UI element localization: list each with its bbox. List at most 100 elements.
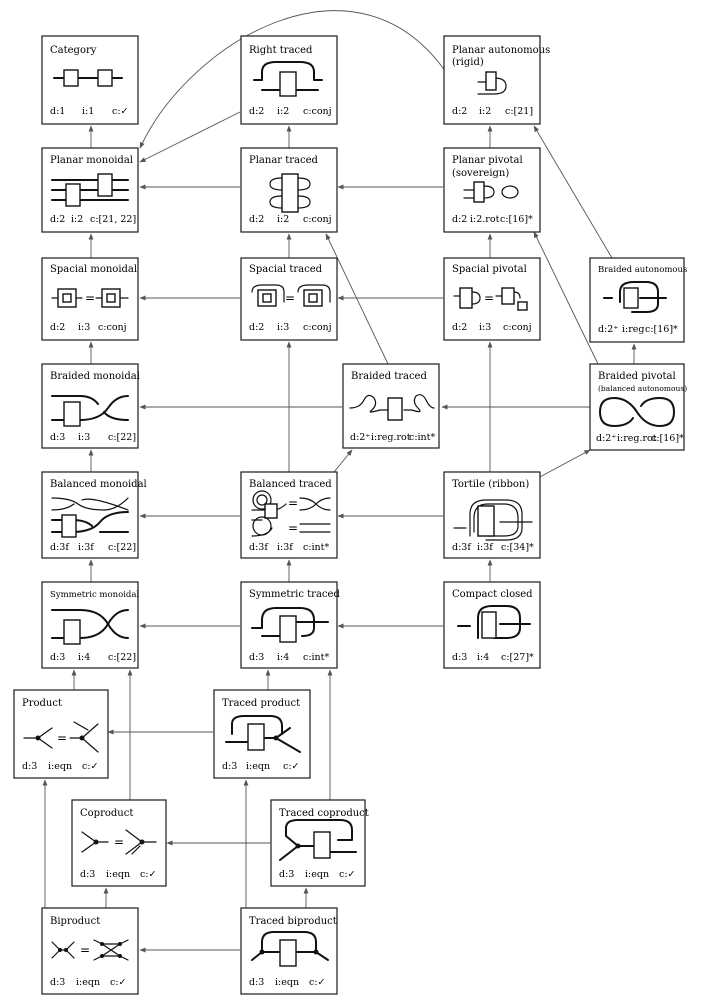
node-d: d:2 (50, 322, 65, 333)
biproduct-picture: = (51, 939, 129, 961)
node-i: i:3f (277, 542, 294, 553)
traced-biproduct-picture (251, 931, 329, 967)
node-title: Planar autonomous (452, 45, 550, 56)
node-traced-biproduct: Traced biproduct d:3 i:eqn c:✓ (240, 907, 338, 995)
node-title: Right traced (249, 45, 313, 56)
node-symmetric-monoidal: Symmetric monoidal d:3 i:4 c:[22] (41, 581, 139, 669)
planar-traced-picture (269, 173, 311, 213)
node-planar-pivotal: Planar pivotal (sovereign) d:2 i:2.rot c… (443, 147, 541, 233)
node-d: d:3 (50, 652, 65, 663)
node-c: c:✓ (112, 106, 128, 117)
node-i: i:2.rot (470, 214, 500, 225)
node-d: d:3 (50, 977, 65, 988)
equals-glyph: = (484, 291, 494, 305)
category-picture (53, 69, 123, 87)
equals-glyph: = (288, 496, 298, 510)
node-c: c:✓ (339, 869, 355, 880)
node-d: d:2 (452, 106, 467, 117)
node-subtitle: (balanced autonomous) (598, 384, 687, 393)
node-d: d:2 (249, 106, 264, 117)
node-title: Balanced traced (249, 479, 332, 490)
node-title: Symmetric traced (249, 589, 340, 600)
node-i: i:eqn (76, 977, 100, 988)
node-spacial-monoidal: Spacial monoidal = d:2 i:3 c:conj (41, 257, 139, 341)
edge-braided-traced-to-planar-traced (325, 233, 389, 365)
edge-planar-autonomous-to-planar-monoidal (139, 10, 451, 149)
symmetric-traced-picture (251, 607, 329, 643)
node-compact-closed: Compact closed d:3 i:4 c:[27]* (443, 581, 541, 669)
edge-braided-autonomous-to-planar-autonomous (533, 125, 613, 259)
braided-monoidal-picture (51, 395, 129, 427)
braided-autonomous-picture (603, 281, 667, 313)
node-c: c:[21] (505, 106, 533, 117)
node-planar-autonomous: Planar autonomous (rigid) d:2 i:2 c:[21] (443, 35, 550, 125)
node-title: Traced coproduct (279, 808, 369, 819)
node-braided-autonomous: Braided autonomous d:2⁺ i:reg c:[16]* (589, 257, 687, 343)
node-c: c:✓ (110, 977, 126, 988)
node-c: c:conj (303, 322, 332, 333)
node-c: c:conj (503, 322, 532, 333)
traced-product-picture (225, 715, 301, 753)
node-c: c:conj (303, 106, 332, 117)
node-d: d:3 (279, 869, 294, 880)
node-c: c:✓ (82, 761, 98, 772)
node-product: Product = d:3 i:eqn c:✓ (13, 689, 109, 779)
node-c: c:[16]* (645, 324, 678, 335)
node-i: i:4 (477, 652, 489, 663)
node-spacial-pivotal: Spacial pivotal = d:2 i:3 c:conj (443, 257, 541, 341)
node-d: d:3f (50, 542, 70, 553)
node-d: d:3 (222, 761, 237, 772)
node-subtitle: (rigid) (452, 57, 484, 68)
node-c: c:[16]* (500, 214, 533, 225)
spacial-monoidal-picture: = (51, 288, 129, 308)
node-i: i:reg.rot (617, 433, 657, 444)
node-subtitle: (sovereign) (452, 168, 509, 179)
equals-glyph: = (114, 835, 124, 849)
node-c: c:✓ (309, 977, 325, 988)
planar-autonomous-picture (477, 71, 507, 95)
symmetric-monoidal-picture (51, 609, 129, 645)
balanced-traced-picture: = = (251, 490, 331, 537)
node-d: d:2 (452, 322, 467, 333)
node-c: c:int* (303, 542, 329, 553)
equals-glyph: = (288, 521, 298, 535)
node-i: i:eqn (48, 761, 72, 772)
node-braided-traced: Braided traced d:2⁺ i:reg.rot c:int* (342, 363, 440, 449)
node-i: i:3f (78, 542, 95, 553)
node-i: i:1 (82, 106, 94, 117)
product-picture: = (23, 721, 99, 753)
node-d: d:2 (249, 322, 264, 333)
equals-glyph: = (57, 731, 67, 745)
node-c: c:[34]* (501, 542, 534, 553)
node-title: Planar traced (249, 155, 319, 166)
node-d: d:2 (452, 214, 467, 225)
node-d: d:2⁺ (596, 433, 616, 444)
node-d: d:2⁺ (350, 432, 370, 443)
edges (42, 10, 637, 953)
node-biproduct: Biproduct = d:3 i:eqn c:✓ (41, 907, 139, 995)
node-d: d:3 (249, 977, 264, 988)
equals-glyph: = (80, 943, 90, 957)
node-i: i:4 (78, 652, 90, 663)
node-title: Spacial pivotal (452, 264, 527, 275)
node-title: Product (22, 698, 62, 709)
node-d: d:3 (22, 761, 37, 772)
node-d: d:2 (50, 214, 65, 225)
node-braided-monoidal: Braided monoidal d:3 i:3 c:[22] (41, 363, 140, 449)
node-i: i:3 (277, 322, 289, 333)
node-i: i:4 (277, 652, 289, 663)
node-i: i:eqn (275, 977, 299, 988)
node-i: i:2 (277, 106, 289, 117)
node-i: i:2 (71, 214, 83, 225)
edge-tortile-to-braided-pivotal (537, 449, 591, 479)
node-title: Braided autonomous (598, 265, 687, 275)
node-c: c:int* (409, 432, 435, 443)
node-d: d:3f (452, 542, 472, 553)
node-title: Planar pivotal (452, 155, 523, 166)
node-c: c:conj (303, 214, 332, 225)
edge-balanced-traced-to-braided-traced (333, 449, 353, 473)
node-title: Braided traced (351, 371, 427, 382)
node-c: c:[27]* (501, 652, 534, 663)
node-tortile: Tortile (ribbon) d:3f i:3f c:[34]* (443, 471, 541, 559)
